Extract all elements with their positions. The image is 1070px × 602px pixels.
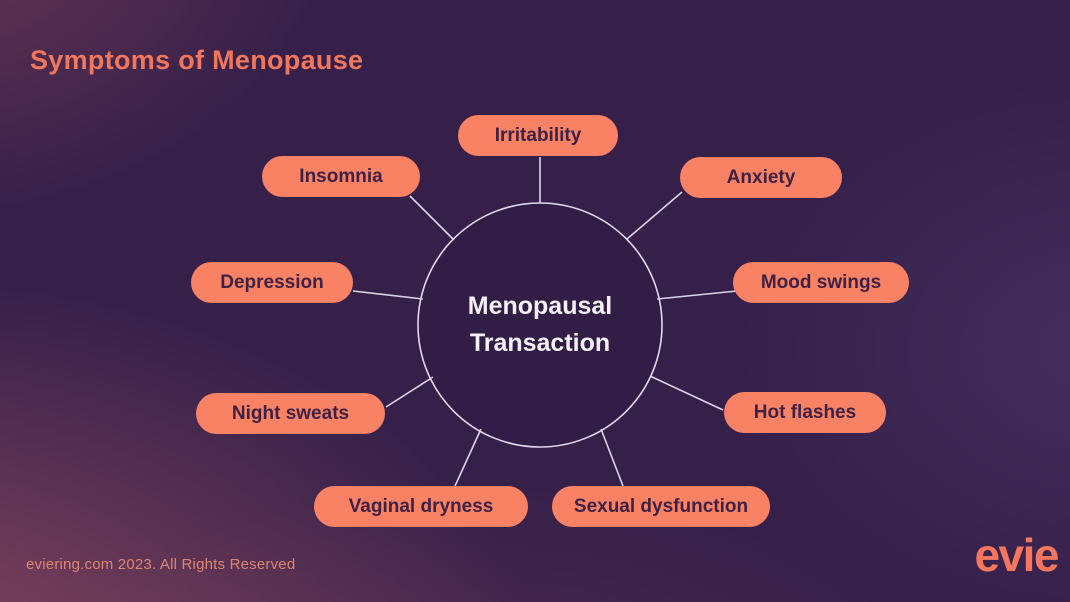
symptom-pill-vaginal-dryness: Vaginal dryness xyxy=(314,486,528,527)
symptom-pill-night-sweats: Night sweats xyxy=(196,393,385,434)
connector-sexual-dysfunction xyxy=(600,428,624,487)
connector-night-sweats xyxy=(385,376,434,408)
symptom-pill-anxiety: Anxiety xyxy=(680,157,842,198)
center-node-label: Menopausal Transaction xyxy=(420,288,660,362)
connector-insomnia xyxy=(409,195,455,241)
connector-anxiety xyxy=(626,191,683,240)
symptom-pill-insomnia: Insomnia xyxy=(262,156,420,197)
center-label-line1: Menopausal xyxy=(467,292,613,320)
symptom-pill-mood-swings: Mood swings xyxy=(733,262,909,303)
evie-logo: evie xyxy=(974,529,1059,581)
page-title: Symptoms of Menopause xyxy=(30,45,364,75)
symptom-pill-irritability: Irritability xyxy=(458,115,618,156)
center-label-line2: Transaction xyxy=(469,329,611,357)
connector-mood-swings xyxy=(656,290,738,300)
center-circle xyxy=(417,202,663,448)
symptom-pill-hot-flashes: Hot flashes xyxy=(724,392,886,433)
symptom-pill-sexual-dysfunction: Sexual dysfunction xyxy=(552,486,770,527)
copyright-note: eviering.com 2023. All Rights Reserved xyxy=(26,556,296,573)
connector-vaginal-dryness xyxy=(454,428,482,487)
connector-hot-flashes xyxy=(649,375,724,411)
symptom-pill-depression: Depression xyxy=(191,262,353,303)
connector-depression xyxy=(352,290,424,300)
connector-lines xyxy=(352,157,738,487)
